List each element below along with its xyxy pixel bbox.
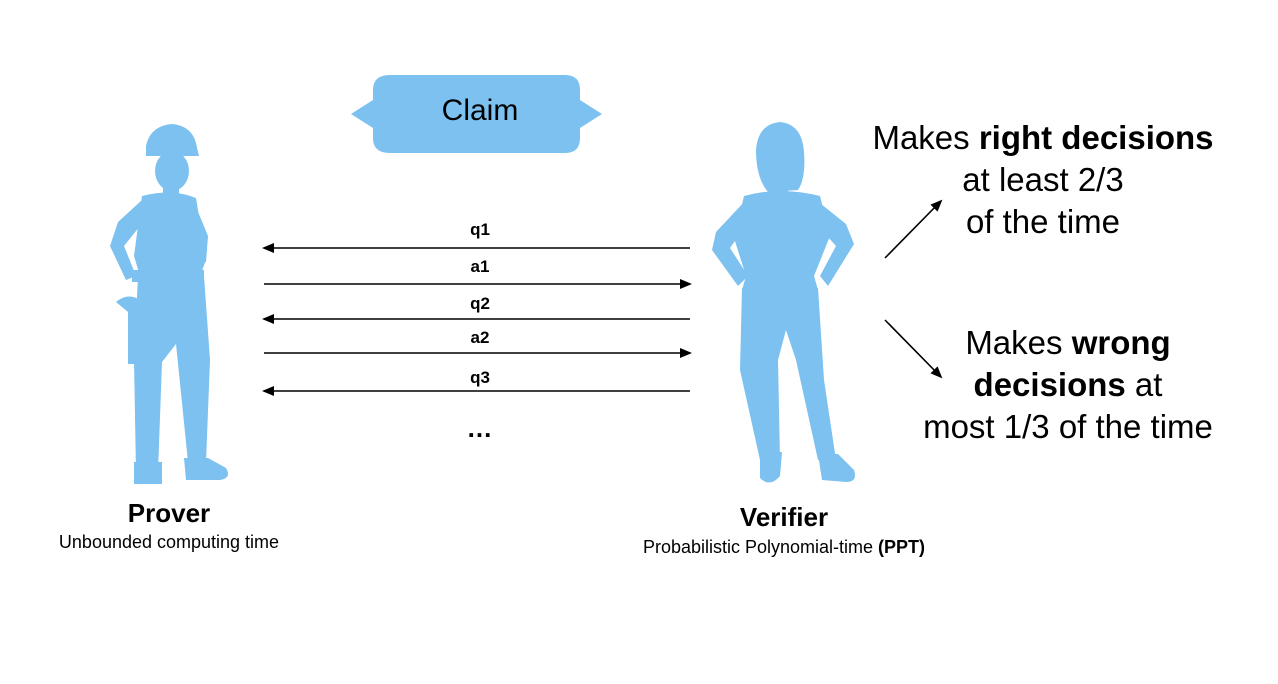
right-decisions-bold: right decisions bbox=[978, 119, 1214, 156]
prover-description: Unbounded computing time bbox=[58, 532, 280, 552]
more-messages-ellipsis: ... bbox=[467, 413, 493, 443]
right-decisions-text: Makes right decisions at least 2/3 of th… bbox=[843, 117, 1243, 243]
message-label-q1: q1 bbox=[470, 220, 490, 239]
wrong-decisions-text: Makes wrong decisions at most 1/3 of the… bbox=[868, 322, 1268, 448]
prover-silhouette-icon bbox=[110, 124, 228, 484]
right-decisions-line1: Makes bbox=[872, 119, 979, 156]
arrow-to-wrong-decisions bbox=[884, 319, 943, 379]
right-decisions-line2: at least 2/3 bbox=[962, 161, 1124, 198]
wrong-decisions-line1: Makes bbox=[965, 324, 1072, 361]
message-label-q2: q2 bbox=[470, 294, 490, 313]
message-label-a2: a2 bbox=[470, 328, 490, 347]
claim-bubble bbox=[351, 75, 602, 153]
right-decisions-line3: of the time bbox=[965, 203, 1121, 240]
verifier-silhouette-icon bbox=[712, 122, 855, 483]
wrong-decisions-line2-bold: decisions bbox=[973, 366, 1126, 403]
message-label-q3: q3 bbox=[470, 368, 490, 387]
claim-label: Claim bbox=[441, 94, 519, 127]
wrong-decisions-line3: most 1/3 of the time bbox=[923, 408, 1213, 445]
verifier-description-text: Probabilistic Polynomial-time bbox=[642, 537, 874, 557]
message-label-a1: a1 bbox=[470, 257, 490, 276]
verifier-description-bold: (PPT) bbox=[878, 537, 926, 557]
prover-title: Prover bbox=[127, 498, 211, 528]
verifier-title: Verifier bbox=[739, 502, 829, 532]
wrong-decisions-line2: at bbox=[1125, 366, 1163, 403]
verifier-description: Probabilistic Polynomial-time (PPT) bbox=[584, 537, 984, 558]
arrow-to-right-decisions bbox=[884, 199, 943, 259]
wrong-decisions-bold: wrong bbox=[1071, 324, 1171, 361]
